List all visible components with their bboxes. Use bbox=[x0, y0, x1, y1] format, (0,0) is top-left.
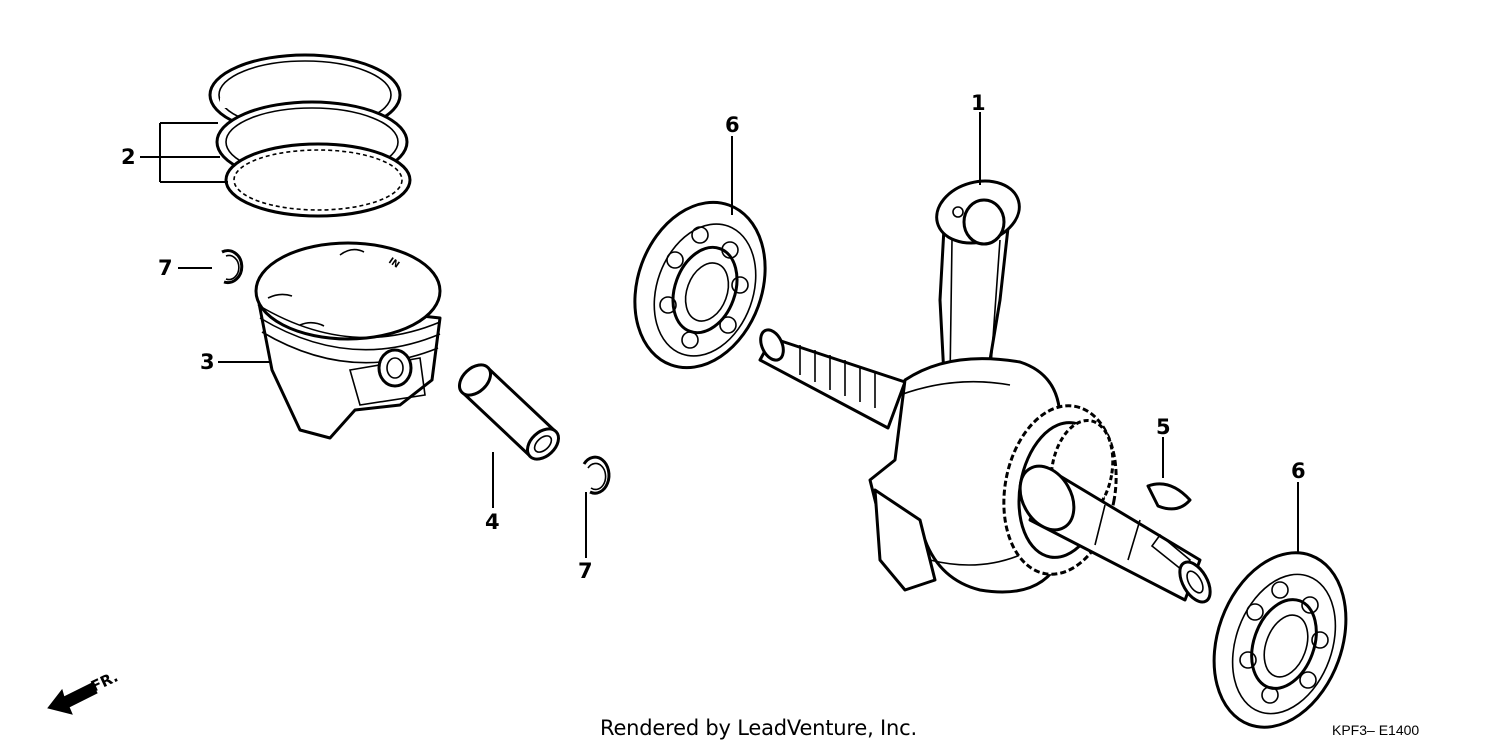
woodruff-key[interactable] bbox=[1146, 482, 1192, 511]
render-credit: Rendered by LeadVenture, Inc. bbox=[600, 716, 917, 740]
ball-bearing-left[interactable] bbox=[613, 184, 788, 386]
callout-6-bearing-left[interactable]: 6 bbox=[725, 113, 740, 137]
front-direction-label: FR. bbox=[88, 668, 121, 696]
callout-4-piston-pin[interactable]: 4 bbox=[485, 510, 500, 534]
callout-5-woodruff-key[interactable]: 5 bbox=[1156, 415, 1171, 439]
front-direction-indicator: FR. bbox=[47, 668, 121, 715]
callout-7-clip-right[interactable]: 7 bbox=[578, 559, 593, 583]
front-arrow-icon bbox=[47, 682, 98, 715]
piston-rings[interactable] bbox=[208, 53, 412, 218]
diagram-code: KPF3– E1400 bbox=[1332, 722, 1420, 738]
callout-6-bearing-right[interactable]: 6 bbox=[1291, 459, 1306, 483]
piston-pin-clip-left[interactable] bbox=[221, 249, 244, 285]
leader-lines bbox=[140, 112, 1299, 558]
crankshaft-assembly[interactable] bbox=[756, 172, 1216, 607]
piston[interactable]: IN bbox=[254, 241, 442, 440]
callout-1-crankshaft[interactable]: 1 bbox=[971, 91, 986, 115]
callout-7-clip-left[interactable]: 7 bbox=[158, 256, 173, 280]
callout-3-piston[interactable]: 3 bbox=[200, 350, 215, 374]
piston-pin[interactable] bbox=[454, 359, 565, 465]
piston-pin-clip-right[interactable] bbox=[582, 455, 611, 495]
ball-bearing-right[interactable] bbox=[1191, 534, 1369, 746]
callout-2-piston-rings[interactable]: 2 bbox=[121, 145, 136, 169]
